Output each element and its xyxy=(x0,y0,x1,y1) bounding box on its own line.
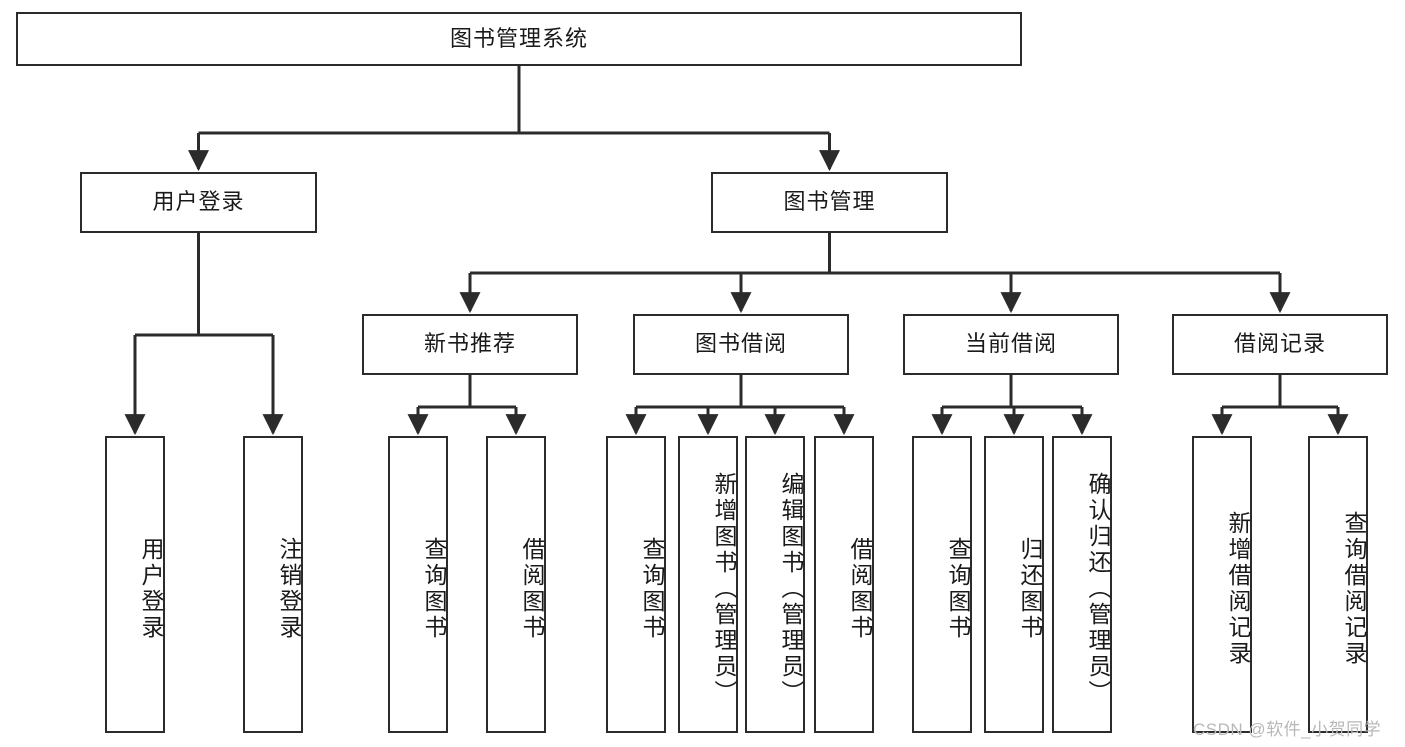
node-label: 图书借阅 xyxy=(694,331,787,357)
node-leaf-confirm-return[interactable]: 确认归还（管理员） xyxy=(1052,436,1112,733)
node-label: 图书管理 xyxy=(783,189,876,215)
node-borrow-record[interactable]: 借阅记录 xyxy=(1172,314,1388,375)
node-label: 图书管理系统 xyxy=(449,25,588,51)
node-leaf-borrow-book-2[interactable]: 借阅图书 xyxy=(814,436,874,733)
node-leaf-add-record[interactable]: 新增借阅记录 xyxy=(1192,436,1252,733)
node-label: 确认归还（管理员） xyxy=(1085,471,1111,706)
node-current-borrow[interactable]: 当前借阅 xyxy=(903,314,1119,375)
node-label: 查询图书 xyxy=(421,536,447,641)
node-leaf-query-book-3[interactable]: 查询图书 xyxy=(912,436,972,733)
node-leaf-query-record[interactable]: 查询借阅记录 xyxy=(1308,436,1368,733)
node-leaf-user-logout[interactable]: 注销登录 xyxy=(243,436,303,733)
node-label: 注销登录 xyxy=(276,536,302,641)
node-label: 编辑图书（管理员） xyxy=(778,471,804,706)
node-label: 借阅图书 xyxy=(847,536,873,641)
node-label: 新增借阅记录 xyxy=(1225,510,1251,667)
node-label: 查询图书 xyxy=(639,536,665,641)
node-leaf-query-book-1[interactable]: 查询图书 xyxy=(388,436,448,733)
node-label: 当前借阅 xyxy=(964,331,1057,357)
node-label: 用户登录 xyxy=(152,189,245,215)
node-leaf-return-book[interactable]: 归还图书 xyxy=(984,436,1044,733)
node-label: 借阅图书 xyxy=(519,536,545,641)
node-user-login[interactable]: 用户登录 xyxy=(80,172,317,233)
node-new-book-recommend[interactable]: 新书推荐 xyxy=(362,314,578,375)
node-label: 新书推荐 xyxy=(423,331,516,357)
node-label: 新增图书（管理员） xyxy=(711,471,737,706)
csdn-watermark: CSDN @软件_小贺同学 xyxy=(1193,720,1382,739)
node-label: 查询借阅记录 xyxy=(1341,510,1367,667)
node-book-borrow[interactable]: 图书借阅 xyxy=(633,314,849,375)
node-label: 借阅记录 xyxy=(1233,331,1326,357)
node-label: 用户登录 xyxy=(138,536,164,641)
node-leaf-add-book[interactable]: 新增图书（管理员） xyxy=(678,436,738,733)
node-leaf-edit-book[interactable]: 编辑图书（管理员） xyxy=(745,436,805,733)
node-label: 归还图书 xyxy=(1017,536,1043,641)
node-book-manage[interactable]: 图书管理 xyxy=(711,172,948,233)
node-root[interactable]: 图书管理系统 xyxy=(16,12,1022,66)
node-leaf-query-book-2[interactable]: 查询图书 xyxy=(606,436,666,733)
node-leaf-borrow-book-1[interactable]: 借阅图书 xyxy=(486,436,546,733)
node-leaf-user-login[interactable]: 用户登录 xyxy=(105,436,165,733)
node-label: 查询图书 xyxy=(945,536,971,641)
